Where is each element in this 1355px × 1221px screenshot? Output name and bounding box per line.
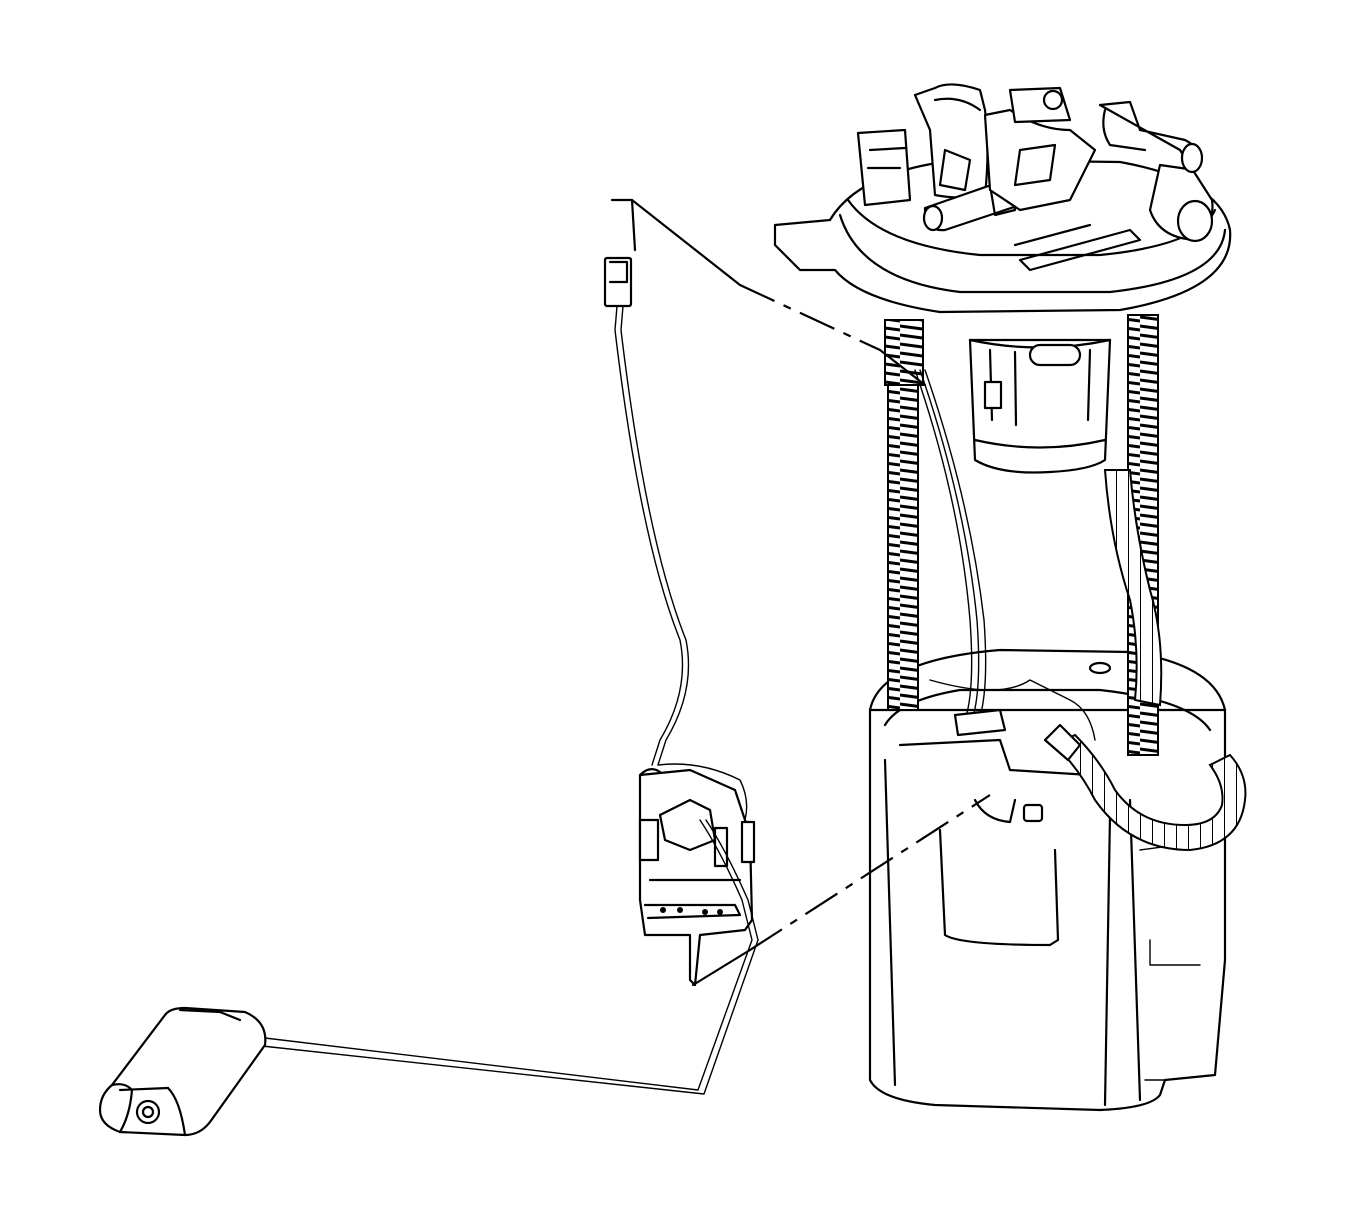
fuel-pump-cylinder	[968, 338, 1112, 474]
float	[98, 1006, 267, 1137]
internal-wires	[914, 369, 1096, 741]
pump-reservoir-body	[868, 648, 1227, 1112]
spring-left	[887, 379, 919, 711]
exploded-leader-lines	[610, 198, 991, 987]
corrugated-wiring-conduit	[1043, 469, 1247, 852]
fuel-level-sensor	[638, 768, 756, 987]
pump-flange-cover	[773, 83, 1232, 314]
float-arm	[261, 819, 759, 1095]
sensor-wire-harness-connector	[603, 256, 748, 821]
